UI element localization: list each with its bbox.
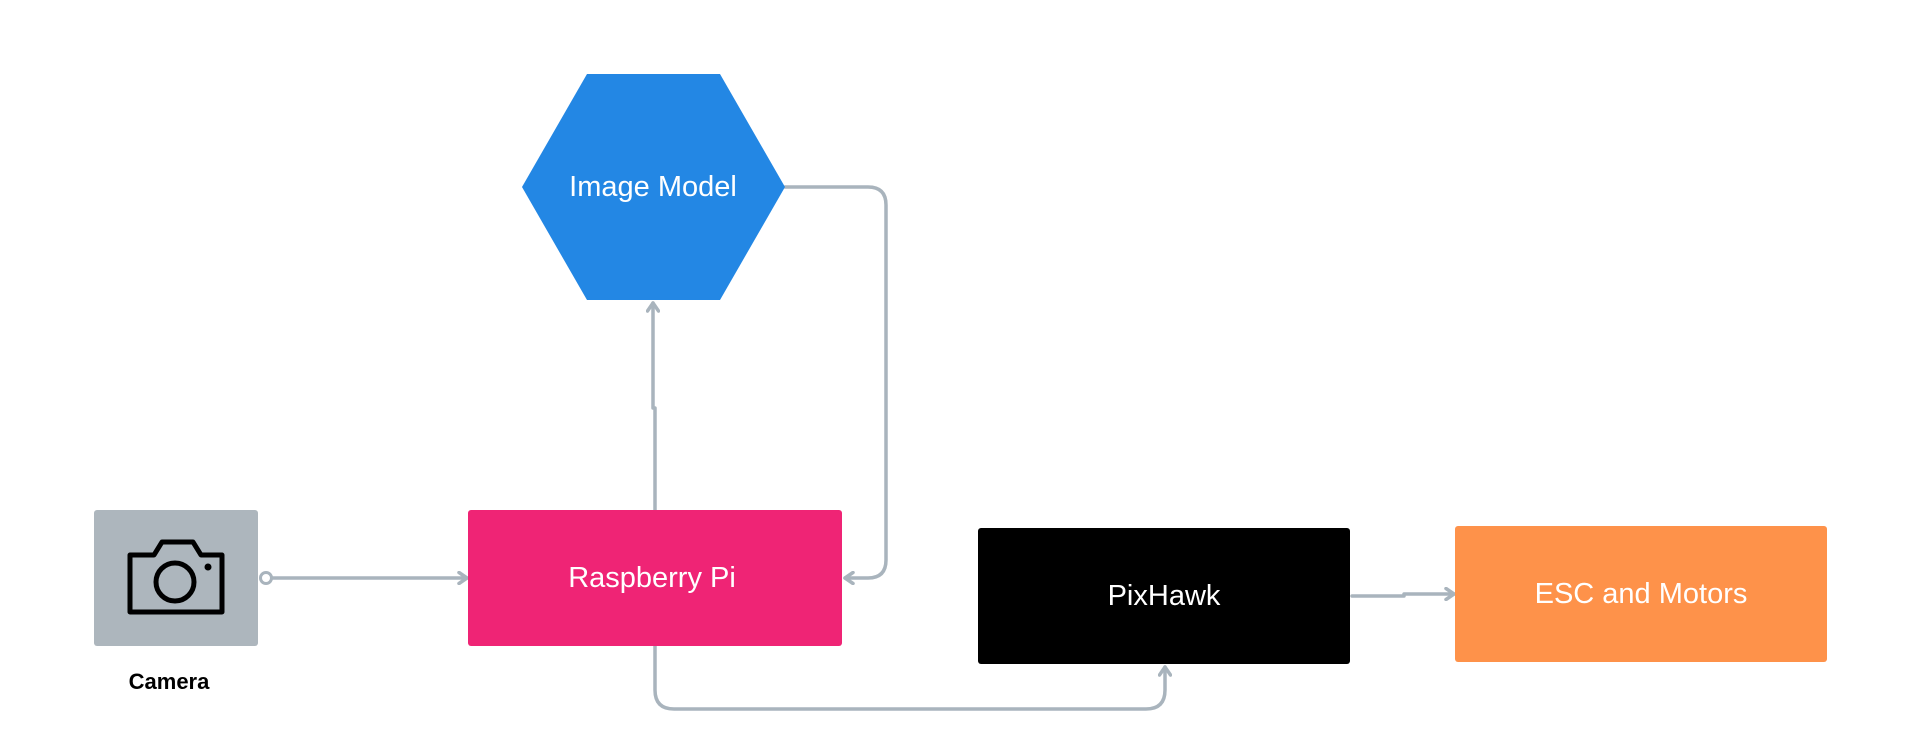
image-model-hexagon: [522, 74, 785, 300]
camera-box: [94, 510, 258, 646]
raspberry-pi-box: [468, 510, 842, 646]
edge-raspberry-pi-to-image-model: [653, 301, 655, 512]
esc-motors-box: [1455, 526, 1827, 662]
node-camera: Camera: [94, 510, 258, 694]
image-model-label: Image Model: [569, 171, 737, 203]
pixhawk-box: [978, 528, 1350, 664]
edge-pixhawk-to-esc-motors: [1350, 594, 1456, 596]
connectors: [259, 185, 1456, 711]
camera-caption: Camera: [129, 669, 210, 694]
node-image-model: Image Model: [522, 74, 785, 300]
raspberry-pi-label: Raspberry Pi: [568, 562, 736, 594]
pixhawk-label: PixHawk: [1108, 580, 1221, 612]
edge-image-model-to-raspberry-pi: [783, 185, 888, 578]
camera-icon: [127, 539, 225, 615]
node-esc-motors: ESC and Motors: [1455, 526, 1827, 662]
node-raspberry-pi: Raspberry Pi: [468, 510, 842, 646]
node-pixhawk: PixHawk: [978, 528, 1350, 664]
edge-raspberry-pi-to-pixhawk: [653, 644, 1165, 711]
esc-motors-label: ESC and Motors: [1535, 578, 1748, 610]
edge-camera-start-dot: [259, 571, 273, 585]
